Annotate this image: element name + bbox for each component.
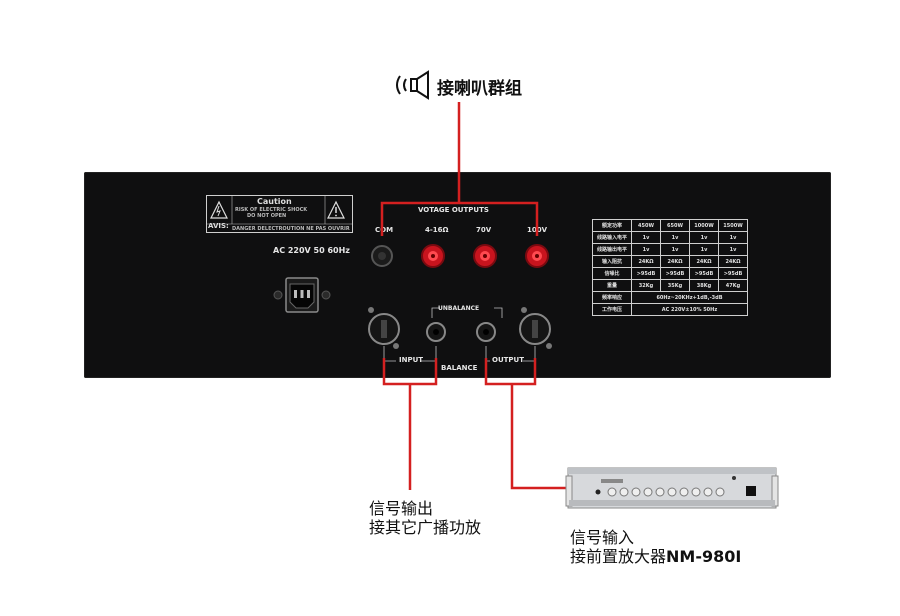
signal-output-target-caption: 接其它广播功放 xyxy=(369,518,482,537)
spec-row: 频率响应 60Hz~20KHz+1dB,-3dB xyxy=(592,291,748,304)
terminal-4-16 xyxy=(421,244,445,268)
output-label: OUTPUT xyxy=(492,356,524,364)
balance-label: BALANCE xyxy=(441,364,478,372)
warning-left-icon xyxy=(210,200,228,219)
jack-output xyxy=(476,322,496,342)
caution-title: Caution xyxy=(257,197,292,206)
speaker-group-label: 接喇叭群组 xyxy=(437,79,522,99)
unbalance-label: UNBALANCE xyxy=(438,305,480,312)
input-label: INPUT xyxy=(399,356,424,364)
avis-label: AVIS: xyxy=(208,222,229,230)
signal-input-wire xyxy=(484,358,570,490)
signal-output-caption: 信号输出 xyxy=(369,499,434,518)
spec-row: 信噪比>95dB >95dB>95dB >95dB xyxy=(592,267,748,280)
caution-box xyxy=(206,195,353,233)
voltage-outputs-title: VOTAGE OUTPUTS xyxy=(418,206,489,214)
ac-power-label: AC 220V 50 60Hz xyxy=(273,246,350,255)
terminal-label-4-16: 4-16Ω xyxy=(425,226,449,234)
caution-line-1: RISK OF ELECTRIC SHOCK xyxy=(235,207,308,213)
spec-row: 工作电压 AC 220V±10% 50Hz xyxy=(592,303,748,316)
speaker-wire xyxy=(380,102,539,236)
terminal-100v xyxy=(525,244,549,268)
warning-right-icon xyxy=(327,200,345,219)
signal-input-caption: 信号输入 xyxy=(570,528,635,547)
spec-row: 额定功率 450W 650W 1000W 1500W xyxy=(592,219,748,232)
signal-output-wire xyxy=(382,358,438,490)
terminal-label-com: COM xyxy=(375,226,394,234)
panel-bracket-lines xyxy=(383,307,536,362)
speaker-icon xyxy=(396,70,429,100)
terminal-70v xyxy=(473,244,497,268)
terminal-label-70v: 70V xyxy=(476,226,492,234)
xlr-input-connector xyxy=(368,307,400,349)
caution-line-2: DO NOT OPEN xyxy=(247,213,287,219)
preamplifier-device xyxy=(565,467,779,509)
ac-inlet xyxy=(273,277,331,313)
caution-line-3: DANGER DELECTROUTION NE PAS OUVRIR xyxy=(232,226,350,232)
xlr-output-connector xyxy=(519,307,552,349)
terminal-com xyxy=(371,245,393,267)
signal-input-source-caption: 接前置放大器NM-980I xyxy=(570,547,742,566)
model-number: NM-980I xyxy=(666,547,742,566)
jack-input xyxy=(426,322,446,342)
